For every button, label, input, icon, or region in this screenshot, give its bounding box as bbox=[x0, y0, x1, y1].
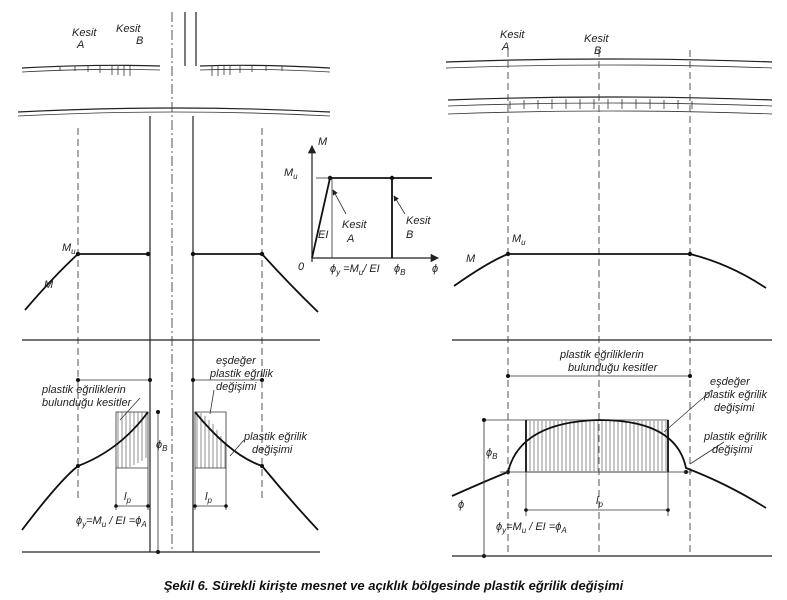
right-labels: Kesit A Kesit B M Mu plastik eğrilikleri… bbox=[458, 29, 767, 535]
left-kesit-a-line1: Kesit bbox=[72, 27, 97, 39]
right-equivalent-line2: plastik eğrilik bbox=[703, 389, 767, 401]
right-mu-label: Mu bbox=[512, 233, 526, 247]
left-phi-b-label: ϕB bbox=[156, 439, 168, 453]
left-variation-line1: plastik eğrilik bbox=[243, 431, 307, 443]
right-m-label: M bbox=[466, 253, 476, 265]
left-curvature-right bbox=[194, 411, 319, 531]
right-kesit-a-line2: A bbox=[501, 41, 509, 53]
middle-mu-label: Mu bbox=[284, 167, 298, 181]
right-lp-label: lp bbox=[596, 495, 603, 509]
right-equivalent-line3: değişimi bbox=[714, 402, 755, 414]
right-beam-top bbox=[445, 58, 773, 63]
left-beam-cracks bbox=[59, 66, 283, 76]
left-lp-label-1: lp bbox=[124, 491, 131, 505]
right-panel bbox=[445, 50, 773, 558]
left-labels: Kesit A Kesit B Mu M plastik eğrilikleri… bbox=[41, 23, 307, 529]
middle-panel bbox=[307, 144, 440, 263]
middle-phi-y-label: ϕy =Mu/ EI bbox=[330, 263, 380, 277]
right-curvature-curve bbox=[451, 419, 767, 509]
left-beam-top bbox=[21, 64, 161, 69]
left-equivalent-line1: eşdeğer bbox=[216, 355, 257, 367]
right-beam-bottom bbox=[447, 96, 773, 101]
right-variation-line1: plastik eğrilik bbox=[703, 431, 767, 443]
left-m-label: M bbox=[44, 279, 54, 291]
right-moment-curve bbox=[453, 253, 767, 289]
right-kesit-b-line1: Kesit bbox=[584, 33, 609, 45]
right-kesit-b-line2: B bbox=[594, 45, 601, 57]
left-plastic-sections-line1: plastik eğriliklerin bbox=[41, 384, 126, 396]
right-phi-b-label: ϕB bbox=[486, 447, 498, 461]
left-phi-y-equation: ϕy=Mu / EI =ϕA bbox=[76, 515, 147, 529]
middle-ei-label: EI bbox=[318, 229, 328, 241]
left-equivalent-line2: plastik eğrilik bbox=[209, 368, 273, 380]
left-variation-line2: değişimi bbox=[252, 444, 293, 456]
figure-caption: Şekil 6. Sürekli kirişte mesnet ve açıkl… bbox=[163, 578, 624, 593]
middle-kesit-a-line1: Kesit bbox=[342, 219, 367, 231]
diagram-canvas: Kesit A Kesit B Mu M plastik eğrilikleri… bbox=[17, 12, 773, 558]
right-plastic-sections-line1: plastik eğriliklerin bbox=[559, 349, 644, 361]
middle-kesit-b-line1: Kesit bbox=[406, 215, 431, 227]
right-kesit-a-line1: Kesit bbox=[500, 29, 525, 41]
middle-m-axis-label: M bbox=[318, 136, 328, 148]
left-curvature-left bbox=[21, 411, 149, 531]
left-mu-label: Mu bbox=[62, 242, 76, 256]
left-kesit-b-line2: B bbox=[136, 35, 143, 47]
right-plastic-sections-line2: bulunduğu kesitler bbox=[568, 362, 659, 374]
right-variation-line2: değişimi bbox=[712, 444, 753, 456]
right-phi-label: ϕ bbox=[458, 499, 464, 511]
right-beam-cracks bbox=[509, 99, 693, 109]
left-panel bbox=[17, 12, 331, 554]
left-kesit-b-line1: Kesit bbox=[116, 23, 141, 35]
middle-kesit-a-line2: A bbox=[346, 233, 354, 245]
left-lp-label-2: lp bbox=[205, 491, 212, 505]
middle-kesit-b-line2: B bbox=[406, 229, 413, 241]
right-hatch bbox=[529, 421, 667, 471]
right-phi-y-equation: ϕy=Mu / EI =ϕA bbox=[496, 521, 567, 535]
middle-origin-label: 0 bbox=[298, 261, 305, 273]
middle-phi-b-label: ϕB bbox=[394, 263, 406, 277]
left-equivalent-line3: değişimi bbox=[216, 381, 257, 393]
left-kesit-a-line2: A bbox=[76, 39, 84, 51]
middle-labels: M Mu Kesit A Kesit B EI 0 ϕy =Mu/ EI ϕB … bbox=[284, 136, 438, 277]
right-equivalent-line1: eşdeğer bbox=[710, 376, 751, 388]
left-plastic-sections-line2: bulunduğu kesitler bbox=[42, 397, 133, 409]
left-beam-bottom bbox=[17, 107, 331, 113]
middle-phi-axis-label: ϕ bbox=[432, 263, 438, 275]
